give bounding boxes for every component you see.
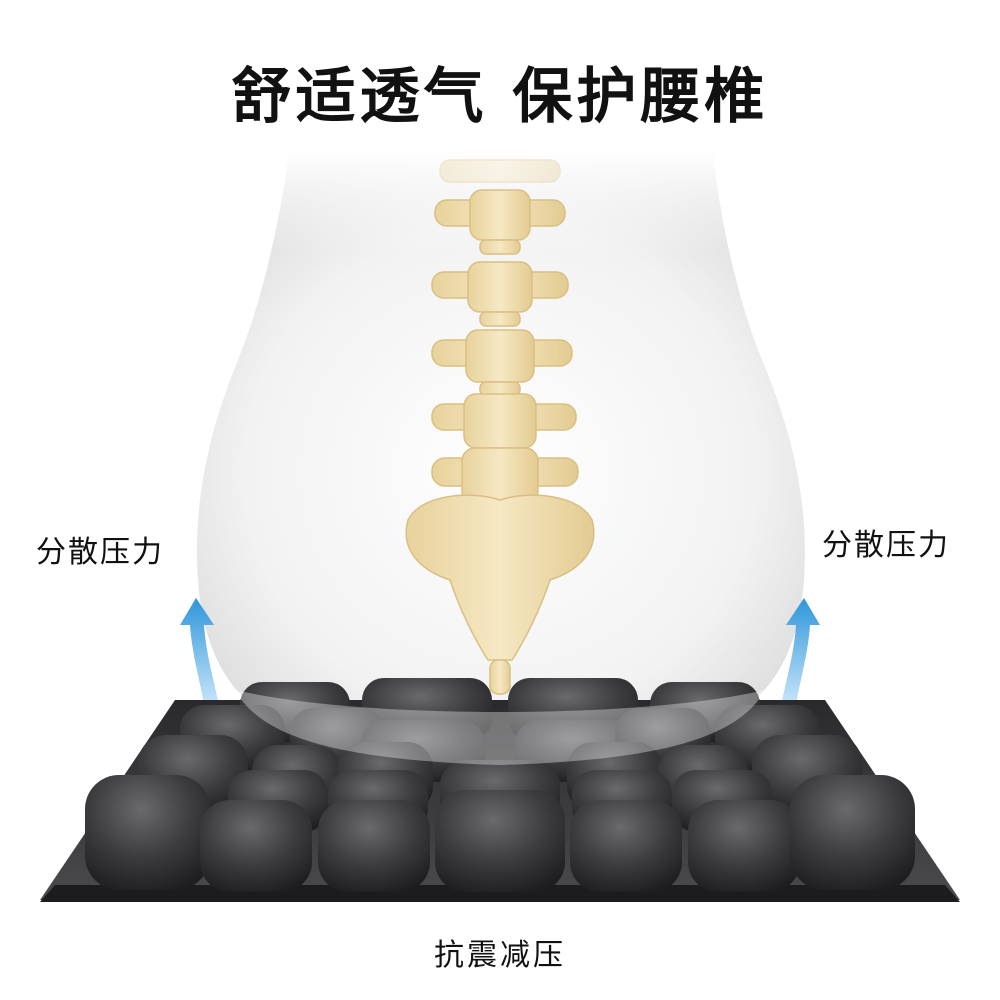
headline: 舒适透气 保护腰椎 xyxy=(231,62,769,132)
air-cushion xyxy=(40,678,960,902)
label-distribute-pressure-left: 分散压力 xyxy=(36,535,164,570)
label-distribute-pressure-right: 分散压力 xyxy=(822,528,950,563)
spine-illustration xyxy=(405,159,595,695)
pressure-arrow-right xyxy=(780,598,820,710)
label-shock-absorption: 抗震减压 xyxy=(434,938,566,973)
body-overlay xyxy=(235,690,765,765)
pressure-arrow-left xyxy=(180,598,220,710)
